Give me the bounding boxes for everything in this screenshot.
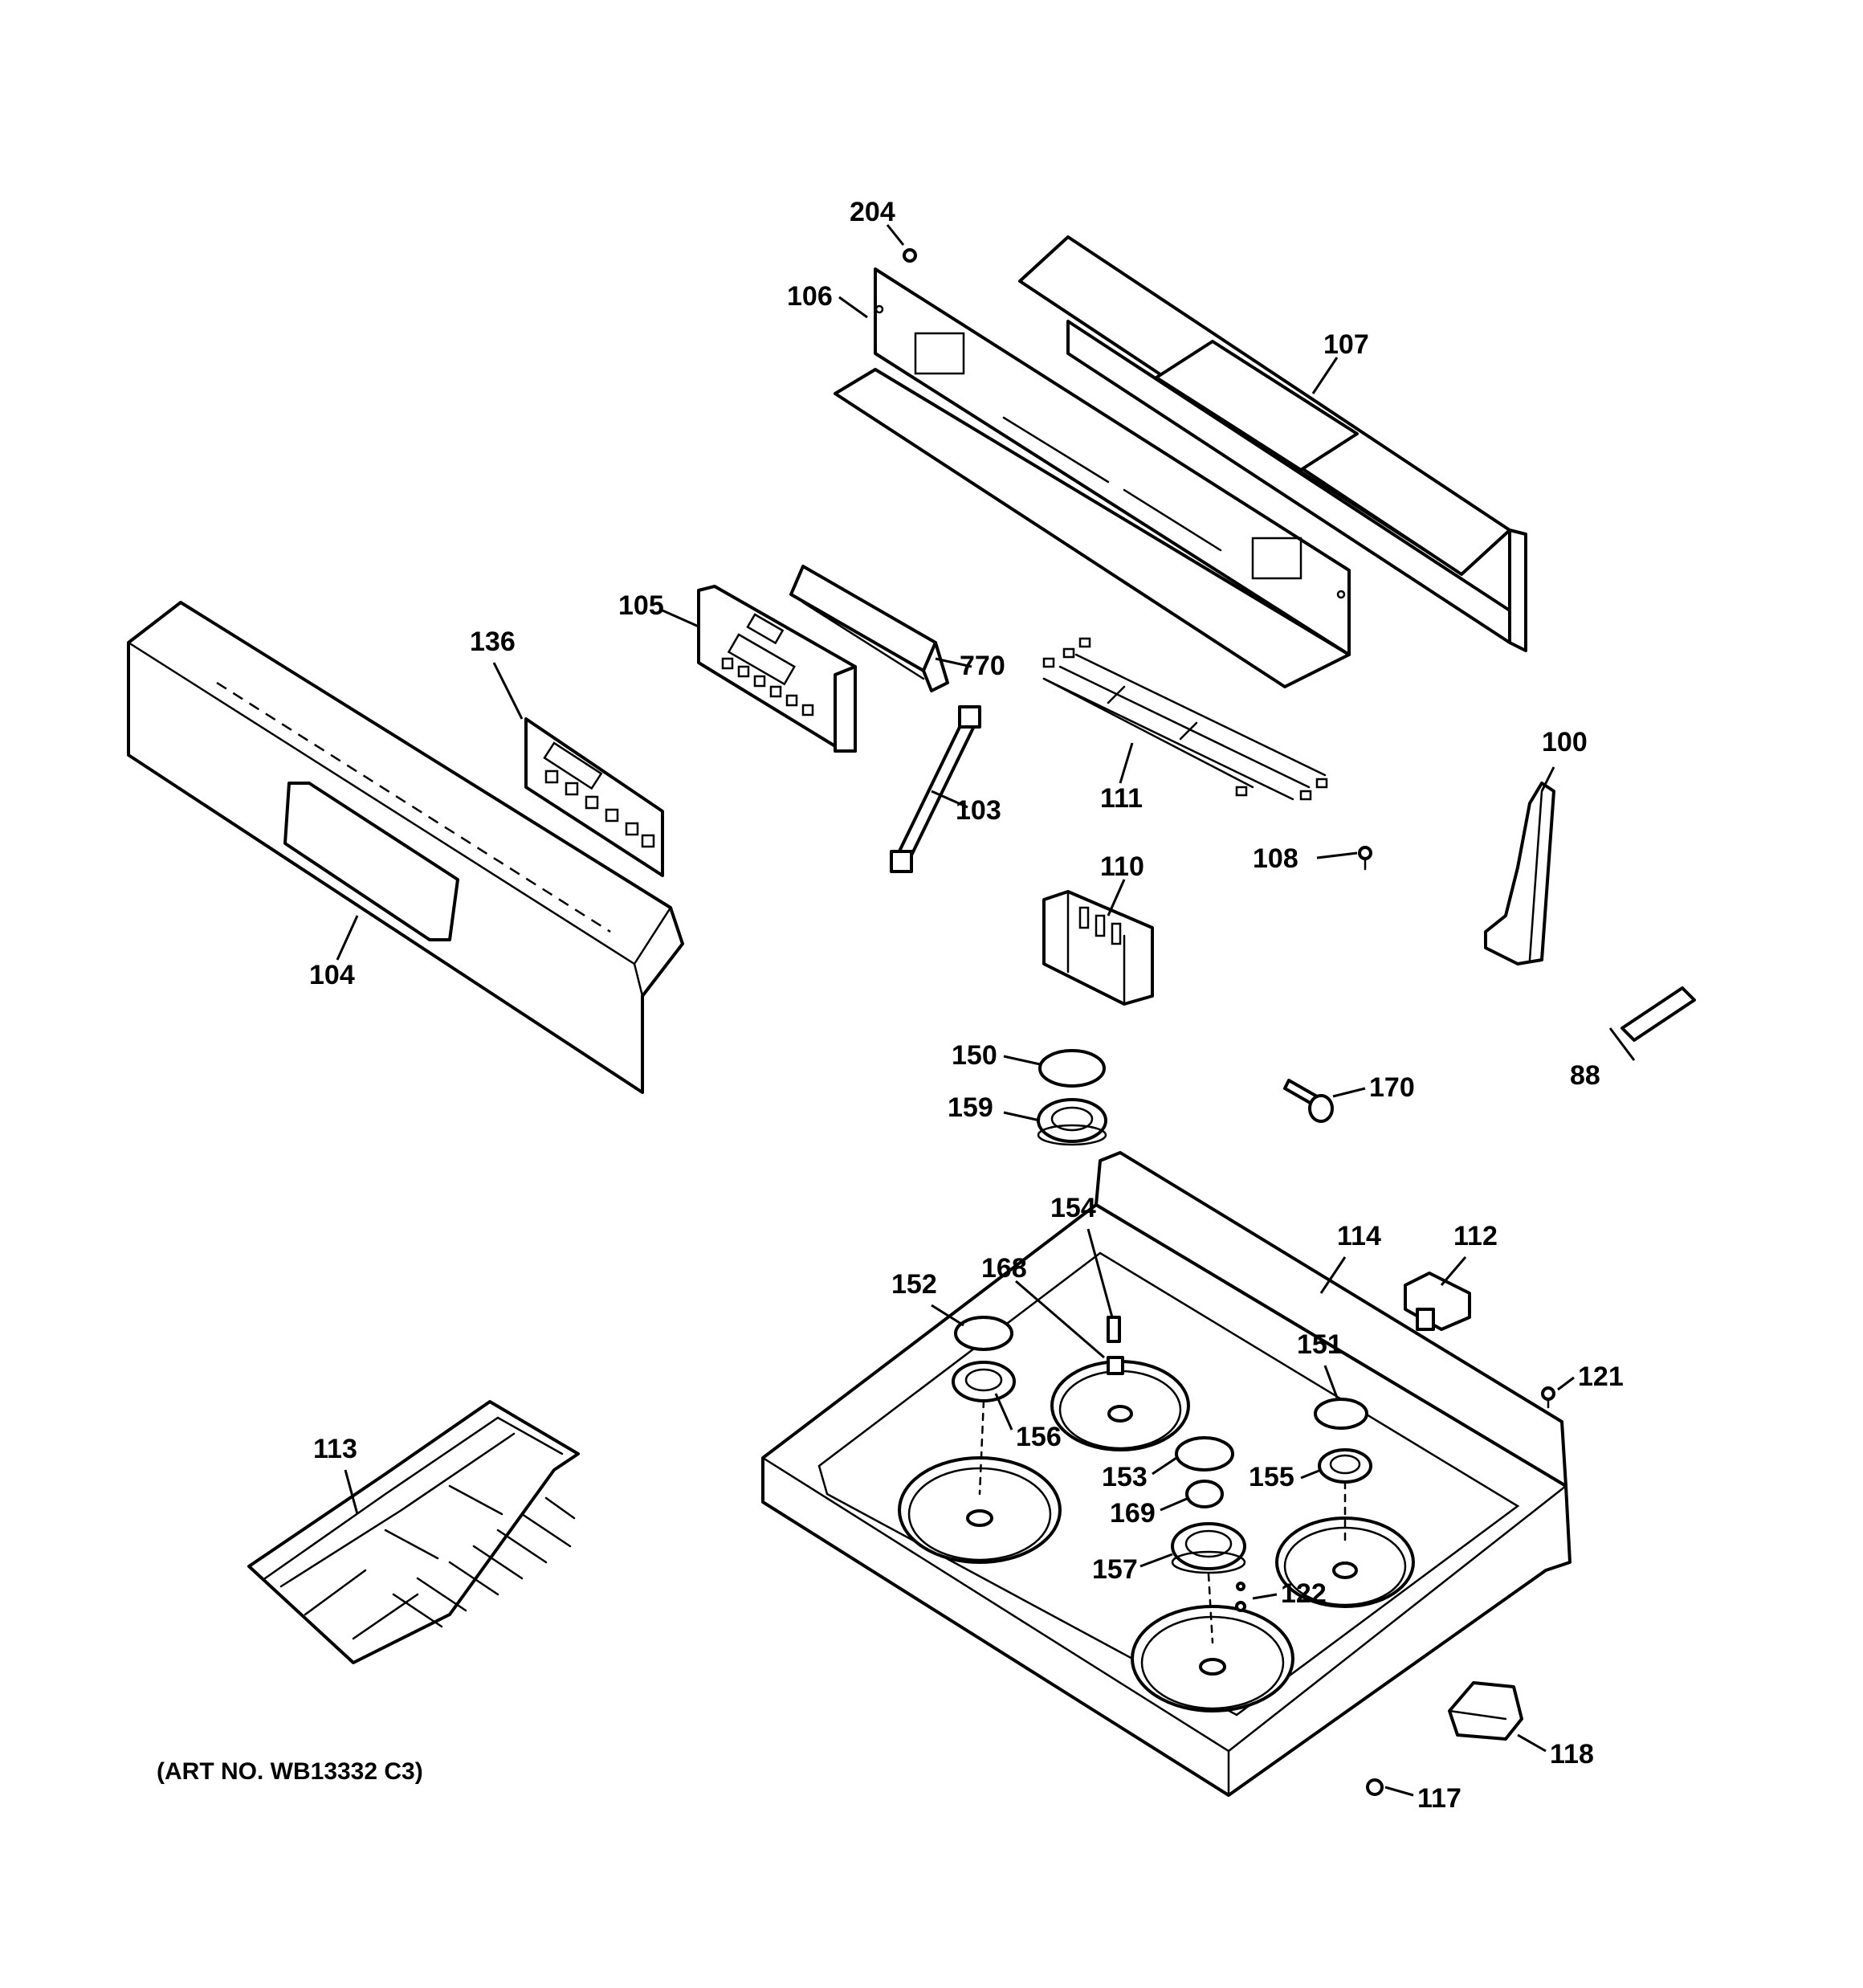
- callout-170: 170: [1369, 1072, 1415, 1103]
- screw-170: [1283, 1079, 1334, 1123]
- orifice-holder-168: [1107, 1356, 1124, 1375]
- leader-lines: [336, 224, 1636, 1797]
- callout-152: 152: [891, 1269, 937, 1300]
- callout-104: 104: [309, 960, 355, 990]
- callout-108: 108: [1253, 843, 1298, 874]
- support-bar: [890, 705, 981, 873]
- grate-fingers: [392, 1496, 576, 1628]
- callout-121: 121: [1578, 1361, 1624, 1392]
- callout-labels: 204 106 107 105 136 770 103 111 100 108 …: [309, 197, 1624, 1814]
- control-board: [697, 585, 857, 753]
- callout-151: 151: [1297, 1329, 1343, 1360]
- callout-169: 169: [1110, 1498, 1156, 1529]
- burner-well-front-right: [1131, 1605, 1294, 1712]
- burner-cap-151: [1314, 1398, 1368, 1430]
- orifice-154: [1107, 1316, 1121, 1343]
- switch-112: [1404, 1272, 1471, 1331]
- burner-grate: [247, 1400, 580, 1664]
- callout-105: 105: [618, 590, 664, 621]
- callout-111: 111: [1100, 783, 1143, 814]
- leveling-foot: [1448, 1681, 1523, 1741]
- callout-157: 157: [1092, 1554, 1138, 1585]
- screw-204: [903, 248, 917, 263]
- burner-cap-152: [954, 1316, 1013, 1351]
- callout-159: 159: [948, 1092, 993, 1123]
- burner-base-169: [1185, 1480, 1224, 1508]
- screw-108: [1358, 846, 1372, 871]
- callout-107: 107: [1323, 329, 1369, 360]
- callout-113: 113: [313, 1434, 357, 1464]
- small-key: [1620, 986, 1696, 1042]
- art-number-caption: (ART NO. WB13332 C3): [157, 1758, 423, 1785]
- callout-155: 155: [1249, 1462, 1294, 1492]
- backguard-panel: [834, 267, 1351, 688]
- callout-154: 154: [1050, 1193, 1096, 1223]
- callout-150: 150: [952, 1040, 997, 1071]
- callout-770: 770: [960, 651, 1005, 681]
- burner-cap-153: [1175, 1436, 1234, 1472]
- nut-117: [1366, 1778, 1384, 1796]
- board-keys: [721, 657, 814, 716]
- callout-204: 204: [850, 197, 895, 227]
- cooktop: [761, 1151, 1572, 1797]
- burner-well-rear-left: [1050, 1360, 1190, 1451]
- end-cap: [1484, 782, 1555, 965]
- callout-168: 168: [981, 1253, 1027, 1284]
- wire-harness: [1042, 637, 1328, 801]
- callout-100: 100: [1542, 727, 1588, 757]
- rear-shield: [1018, 235, 1527, 652]
- burner-cap-150: [1038, 1049, 1106, 1088]
- bracket: [789, 565, 949, 692]
- callout-118: 118: [1550, 1739, 1594, 1770]
- overlay: [524, 717, 664, 877]
- screw-122: [1235, 1582, 1246, 1612]
- callout-136: 136: [470, 627, 516, 657]
- callout-103: 103: [956, 795, 1001, 826]
- burner-well-front-left: [898, 1456, 1062, 1564]
- overlay-buttons: [544, 769, 655, 848]
- callout-112: 112: [1453, 1221, 1498, 1251]
- control-panel: [127, 601, 684, 1094]
- callout-114: 114: [1337, 1221, 1381, 1251]
- screw-121: [1541, 1386, 1555, 1409]
- burner-head-155: [1318, 1448, 1372, 1484]
- callout-106: 106: [787, 281, 833, 312]
- callout-156: 156: [1016, 1422, 1062, 1452]
- callout-117: 117: [1417, 1783, 1461, 1814]
- callout-153: 153: [1102, 1462, 1148, 1492]
- burner-head-157: [1171, 1522, 1246, 1574]
- callout-88: 88: [1570, 1060, 1600, 1091]
- callout-122: 122: [1281, 1578, 1327, 1609]
- callout-110: 110: [1100, 851, 1144, 882]
- burner-head-156: [952, 1361, 1016, 1402]
- terminal-block: [1042, 890, 1154, 1006]
- burner-head-159: [1037, 1098, 1107, 1146]
